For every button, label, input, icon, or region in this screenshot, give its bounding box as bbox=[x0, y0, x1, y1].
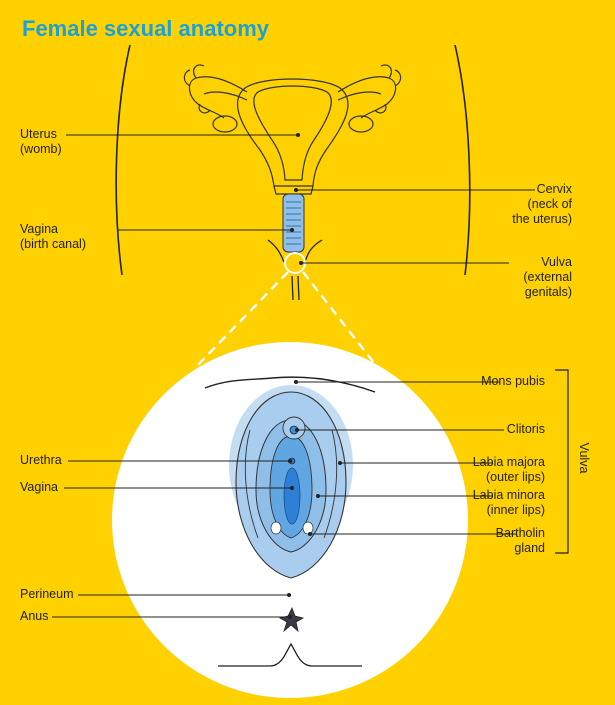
label-mons-pubis: Mons pubis bbox=[481, 374, 545, 388]
bartholin-gland-right bbox=[302, 521, 314, 535]
vagina-canal bbox=[282, 193, 305, 253]
thigh-right bbox=[297, 239, 323, 301]
label-anus: Anus bbox=[20, 609, 49, 623]
vulva-bracket bbox=[555, 369, 569, 554]
bartholin-gland-left bbox=[270, 521, 282, 535]
zoom-line-right bbox=[302, 271, 379, 369]
labia-majora-fold-right bbox=[323, 429, 338, 539]
label-labia-minora: Labia minora(inner lips) bbox=[472, 488, 545, 517]
label-vagina-lower: Vagina bbox=[20, 480, 58, 494]
buttocks-line bbox=[218, 642, 362, 667]
label-labia-majora: Labia majora(outer lips) bbox=[472, 455, 545, 484]
leader-dots bbox=[287, 133, 342, 619]
zoom-line-left bbox=[194, 271, 289, 369]
uterus-drawing bbox=[183, 64, 402, 195]
label-uterus: Uterus(womb) bbox=[20, 127, 62, 156]
leader-lines bbox=[52, 134, 535, 618]
vaginal-opening bbox=[283, 467, 301, 525]
thigh-left bbox=[267, 239, 294, 301]
label-vulva-bracket: Vulva bbox=[577, 442, 591, 474]
label-urethra: Urethra bbox=[20, 453, 62, 467]
diagram-title: Female sexual anatomy bbox=[22, 16, 270, 41]
body-outline-left bbox=[115, 44, 131, 276]
body-outline-right bbox=[454, 44, 471, 276]
labia-majora-fold-left bbox=[244, 429, 259, 539]
label-vagina-upper: Vagina(birth canal) bbox=[20, 222, 86, 251]
label-clitoris: Clitoris bbox=[506, 422, 545, 436]
label-perineum: Perineum bbox=[20, 587, 74, 601]
vagina-rugae bbox=[286, 201, 301, 245]
